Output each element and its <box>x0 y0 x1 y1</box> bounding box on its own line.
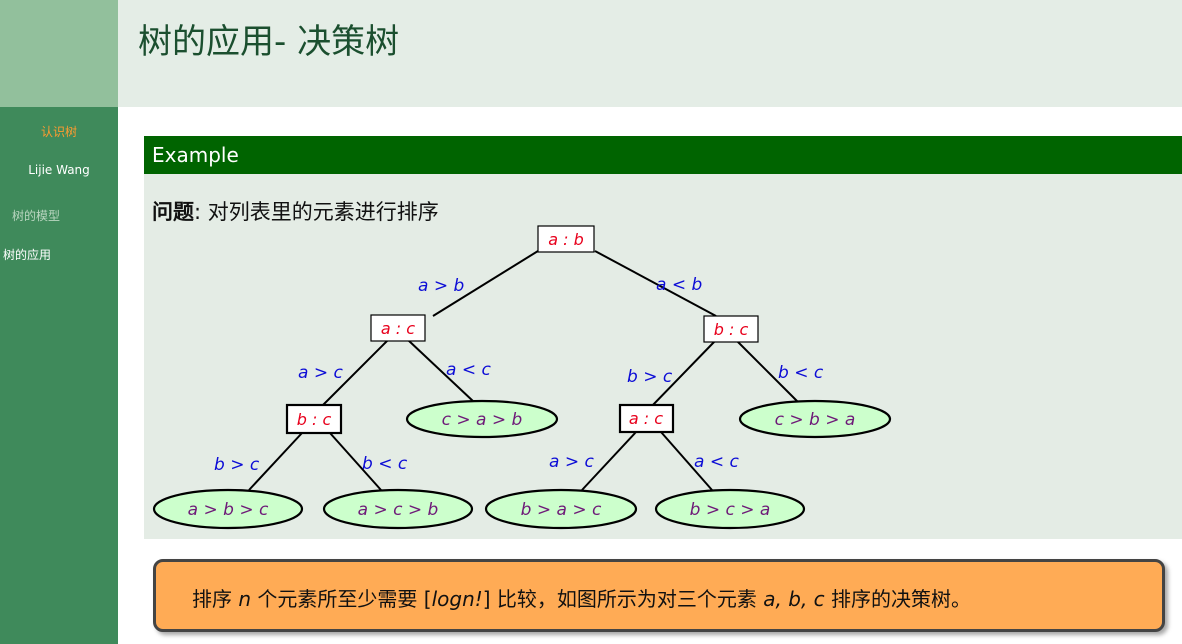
edge-label-b-gt-c-1: b > c <box>627 367 673 387</box>
node-a-c-label: a : c <box>381 319 415 338</box>
edge-bc-left-right <box>329 432 382 491</box>
sidebar-item-tree-application[interactable]: 树的应用 <box>3 248 52 262</box>
conclusion-note-text: 排序 n 个元素所至少需要 [logn!] 比较，如图所示为对三个元素 a, b… <box>192 583 971 612</box>
edge-label-a-gt-c-1: a > c <box>298 363 343 383</box>
note-part-4: 排序的决策树。 <box>824 587 972 611</box>
edge-ac-right <box>407 339 475 403</box>
leaf-a-c-b: a > c > b <box>322 488 474 530</box>
problem-text: : 对列表里的元素进行排序 <box>194 200 439 224</box>
node-root: a : b <box>537 225 595 253</box>
edge-ac-left <box>320 339 389 408</box>
edge-bc-right-right <box>736 340 799 403</box>
sidebar-section-title[interactable]: 认识树 <box>40 125 77 139</box>
edge-bc-left-left <box>248 432 303 491</box>
problem-statement: 问题: 对列表里的元素进行排序 <box>152 196 439 226</box>
edge-root-right <box>594 250 717 317</box>
note-n: n <box>238 587 252 611</box>
leaf-c-b-a-label: c > b > a <box>775 410 856 430</box>
leaf-c-a-b-label: c > a > b <box>442 410 523 430</box>
problem-label: 问题 <box>152 200 194 224</box>
edge-root-left <box>432 250 539 317</box>
edge-label-b-gt-c-2: b > c <box>214 455 260 475</box>
edge-label-a-lt-c-2: a < c <box>694 452 739 472</box>
leaf-b-a-c: b > a > c <box>484 488 638 530</box>
page-title: 树的应用- 决策树 <box>138 22 400 62</box>
edge-ac-right-left <box>581 431 637 491</box>
note-part-2: 个元素所至少需要 [ <box>251 587 432 611</box>
sidebar-header-band <box>0 0 118 107</box>
leaf-a-b-c: a > b > c <box>152 488 304 530</box>
edge-label-a-gt-b: a > b <box>418 276 464 296</box>
slide-header <box>118 0 1182 107</box>
example-block-title: Example <box>152 143 239 167</box>
node-b-c-right: b : c <box>703 315 759 343</box>
example-block-body <box>144 174 1182 539</box>
node-b-c-right-label: b : c <box>714 320 749 339</box>
node-a-c-right: a : c <box>618 403 675 434</box>
edge-label-a-gt-c-2: a > c <box>549 452 594 472</box>
leaf-b-c-a: b > c > a <box>654 488 806 530</box>
leaf-a-c-b-label: a > c > b <box>358 500 439 520</box>
note-part-3: ] 比较，如图所示为对三个元素 <box>482 587 764 611</box>
node-b-c-left: b : c <box>285 403 343 435</box>
edge-label-b-lt-c-1: b < c <box>778 363 824 383</box>
edge-label-a-lt-c-1: a < c <box>446 360 491 380</box>
node-root-label: a : b <box>548 230 584 249</box>
sidebar-author: Lijie Wang <box>28 163 90 177</box>
node-b-c-left-label: b : c <box>297 410 332 429</box>
leaf-c-b-a: c > b > a <box>738 399 892 439</box>
leaf-a-b-c-label: a > b > c <box>188 500 269 520</box>
edge-label-a-lt-b: a < b <box>656 275 702 295</box>
note-part-1: 排序 <box>192 587 239 611</box>
edge-ac-right-right <box>660 431 713 491</box>
edge-bc-right-left <box>649 340 716 409</box>
leaf-b-a-c-label: b > a > c <box>521 500 602 520</box>
node-a-c: a : c <box>370 314 426 342</box>
leaf-b-c-a-label: b > c > a <box>690 500 771 520</box>
sidebar <box>0 107 118 644</box>
edge-label-b-lt-c-2: b < c <box>362 454 408 474</box>
note-variables: a, b, c <box>763 587 825 611</box>
conclusion-note-box <box>153 559 1165 632</box>
note-expression: logn! <box>431 587 483 611</box>
sidebar-item-tree-model[interactable]: 树的模型 <box>12 209 61 223</box>
leaf-c-a-b: c > a > b <box>405 399 559 439</box>
node-a-c-right-label: a : c <box>629 409 663 428</box>
example-block-header <box>144 136 1182 174</box>
